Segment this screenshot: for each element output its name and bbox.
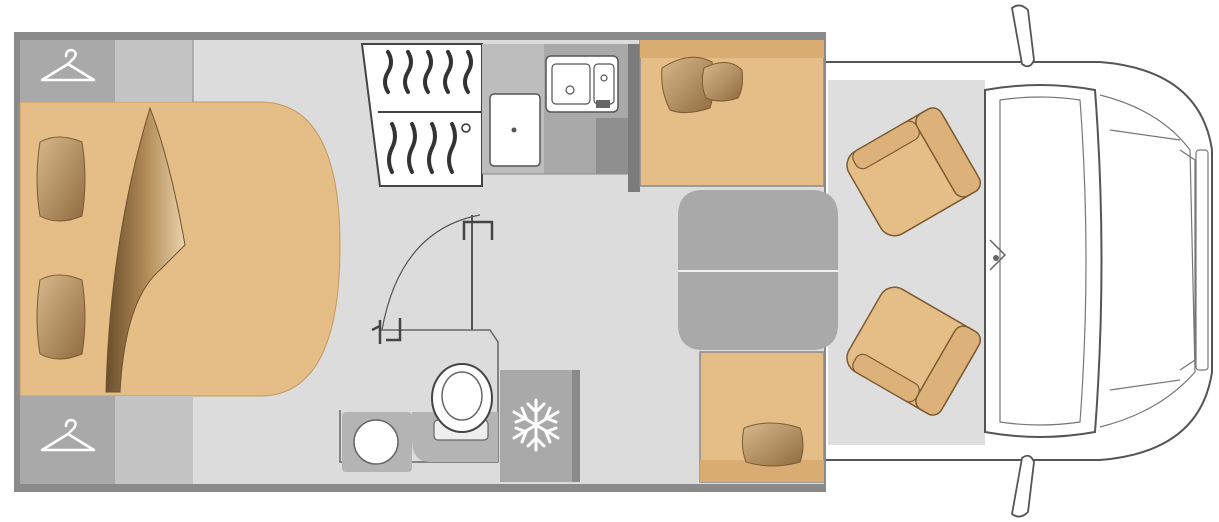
washroom-wall [339, 329, 499, 463]
dashboard [984, 84, 1103, 438]
washroom-basin [353, 419, 399, 465]
dinette-bench-bottom [699, 351, 825, 483]
cushion-top-b [701, 62, 743, 102]
shower-slats [383, 50, 473, 174]
steering-hub [993, 255, 999, 261]
washbasin-unit [482, 44, 544, 174]
driver-cab [821, 4, 1213, 518]
kitchen-sink [545, 55, 619, 113]
mirror-bottom [1011, 454, 1035, 518]
cab-seat-top [846, 107, 982, 237]
shower-tray [360, 43, 483, 187]
bed-pillow-top [36, 136, 86, 222]
dinette-bench-top [639, 39, 825, 187]
wardrobe-bottom [20, 396, 193, 484]
shower [360, 43, 483, 187]
cushion-top-a [661, 56, 715, 114]
mirror-top [1011, 4, 1035, 68]
washroom-door-arc [381, 214, 481, 331]
snowflake-icon [512, 398, 560, 452]
rear-bed [19, 101, 341, 397]
cushion-bottom [741, 422, 804, 467]
washroom [339, 214, 499, 472]
toilet-bowl [431, 363, 493, 433]
washroom-handle [462, 220, 494, 240]
kitchen-counter [544, 44, 640, 192]
shower-drain [461, 123, 471, 133]
bed-blanket [105, 106, 186, 393]
wiper-mark [989, 239, 1007, 271]
cab-seat-bottom [846, 286, 982, 416]
windscreen [999, 96, 1087, 426]
wardrobe-top [20, 40, 193, 102]
coat-hanger-icon [40, 48, 96, 82]
hob-controls [596, 100, 610, 108]
bed-pillow-bottom [36, 274, 86, 360]
coat-hanger-icon [40, 418, 96, 452]
fridge [500, 370, 580, 482]
grille [1195, 149, 1209, 371]
dining-table [678, 190, 838, 350]
hood-lines [1099, 94, 1196, 428]
